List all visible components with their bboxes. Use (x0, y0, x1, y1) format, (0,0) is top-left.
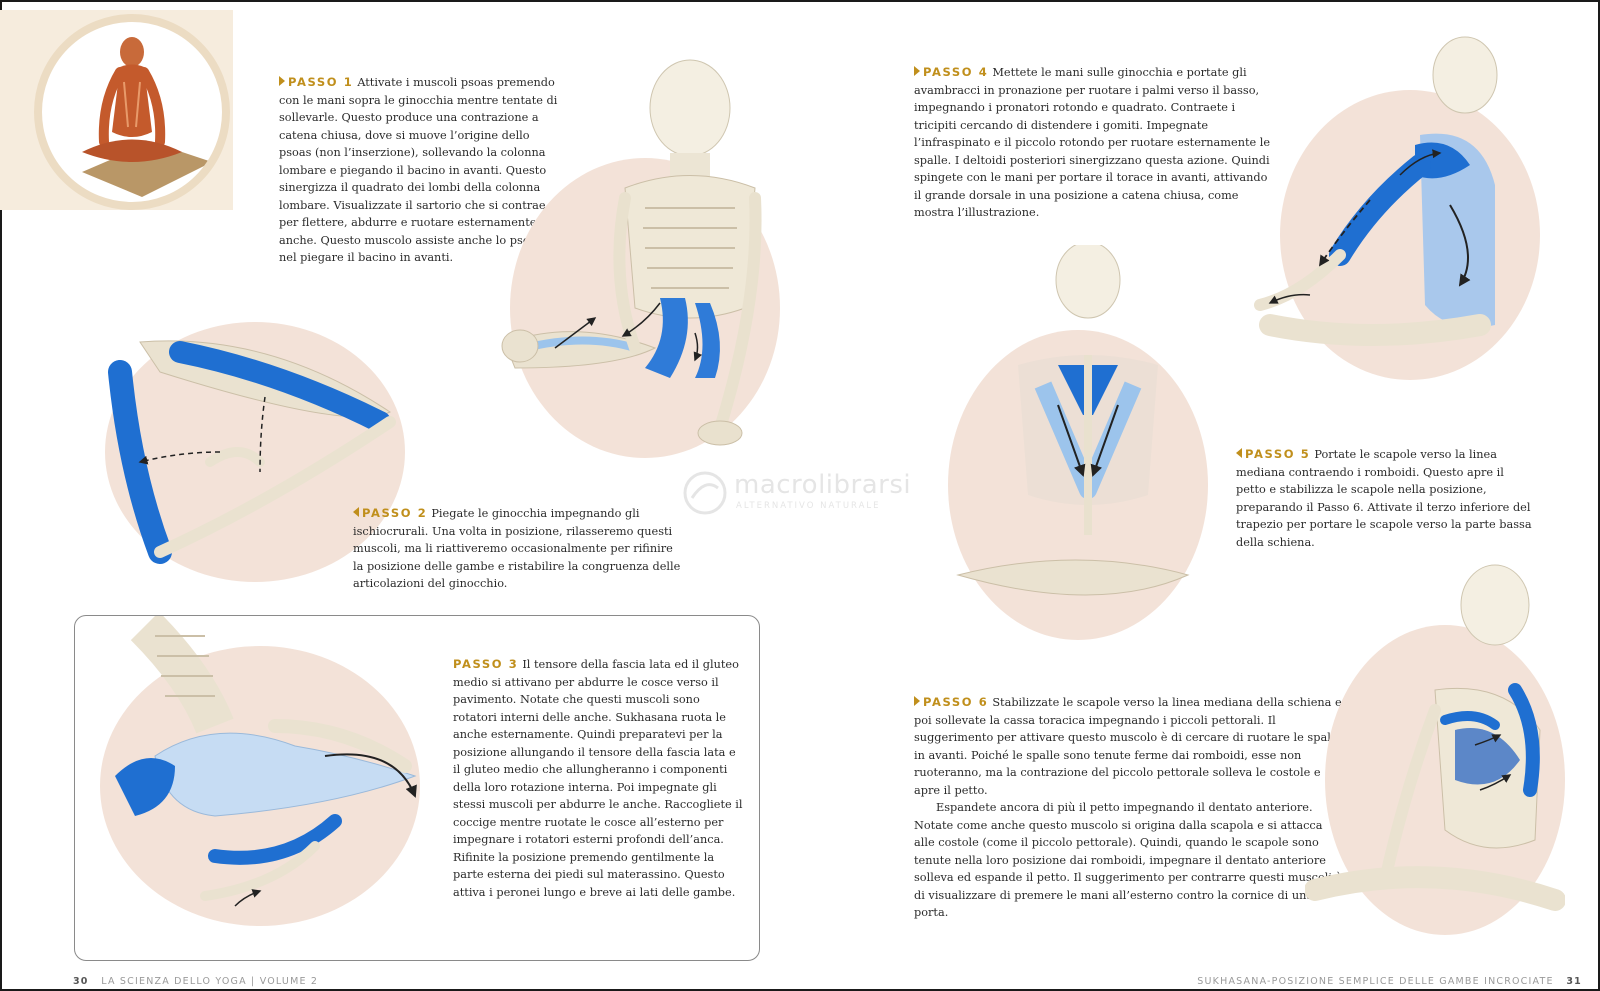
footer-volume: VOLUME 2 (259, 976, 319, 987)
step5-back-illustration (948, 245, 1208, 640)
footer-right: SUKHASANA-POSIZIONE SEMPLICE DELLE GAMBE… (1197, 976, 1582, 987)
step2-label: PASSO 2 (362, 506, 428, 520)
step1-text: Attivate i muscoli psoas premendo con le… (279, 76, 558, 264)
page-number-left: 30 (73, 976, 89, 987)
step6-text-continued: Espandete ancora di più il petto impegna… (914, 801, 1343, 919)
step-marker-icon (1236, 448, 1242, 458)
step3-box (74, 615, 760, 961)
step4-text: Mettete le mani sulle ginocchia e portat… (914, 66, 1271, 219)
step-marker-icon (279, 76, 285, 86)
footer-book-title: LA SCIENZA DELLO YOGA (101, 976, 247, 987)
step3-label: PASSO 3 (453, 657, 519, 671)
watermark: macrolibrarsi ALTERNATIVO NATURALE (682, 470, 922, 520)
step6-label: PASSO 6 (923, 695, 989, 709)
step-marker-icon (353, 507, 359, 517)
page-number-right: 31 (1566, 976, 1582, 987)
step-marker-icon (914, 66, 920, 76)
step3-hip-illustration (100, 616, 420, 926)
footer-chapter-title: SUKHASANA-POSIZIONE SEMPLICE DELLE GAMBE… (1197, 976, 1554, 987)
seated-figure-thumbnail-icon (82, 37, 212, 197)
watermark-brand: macrolibrarsi (734, 470, 912, 500)
footer-left: 30 LA SCIENZA DELLO YOGA | VOLUME 2 (73, 976, 318, 987)
step2-legs-illustration (105, 322, 405, 582)
step4-label: PASSO 4 (923, 65, 989, 79)
step1-label: PASSO 1 (288, 75, 354, 89)
pose-thumbnail (34, 14, 230, 210)
step4-skeleton-illustration (1254, 36, 1540, 380)
step5-text: Portate le scapole verso la linea median… (1236, 448, 1532, 549)
step5-label: PASSO 5 (1245, 447, 1311, 461)
watermark-tagline: ALTERNATIVO NATURALE (736, 501, 881, 511)
footer-separator: | (251, 976, 256, 987)
step1-skeleton-illustration (501, 59, 780, 458)
step6-text: Stabilizzate le scapole verso la linea m… (914, 696, 1342, 797)
watermark-logo-icon (683, 471, 727, 515)
step6-skeleton-illustration (1305, 564, 1565, 935)
step-marker-icon (914, 696, 920, 706)
step2-text: Piegate le ginocchia impegnando gli isch… (353, 507, 681, 590)
step3-text: Il tensore della fascia lata ed il glute… (453, 658, 743, 899)
